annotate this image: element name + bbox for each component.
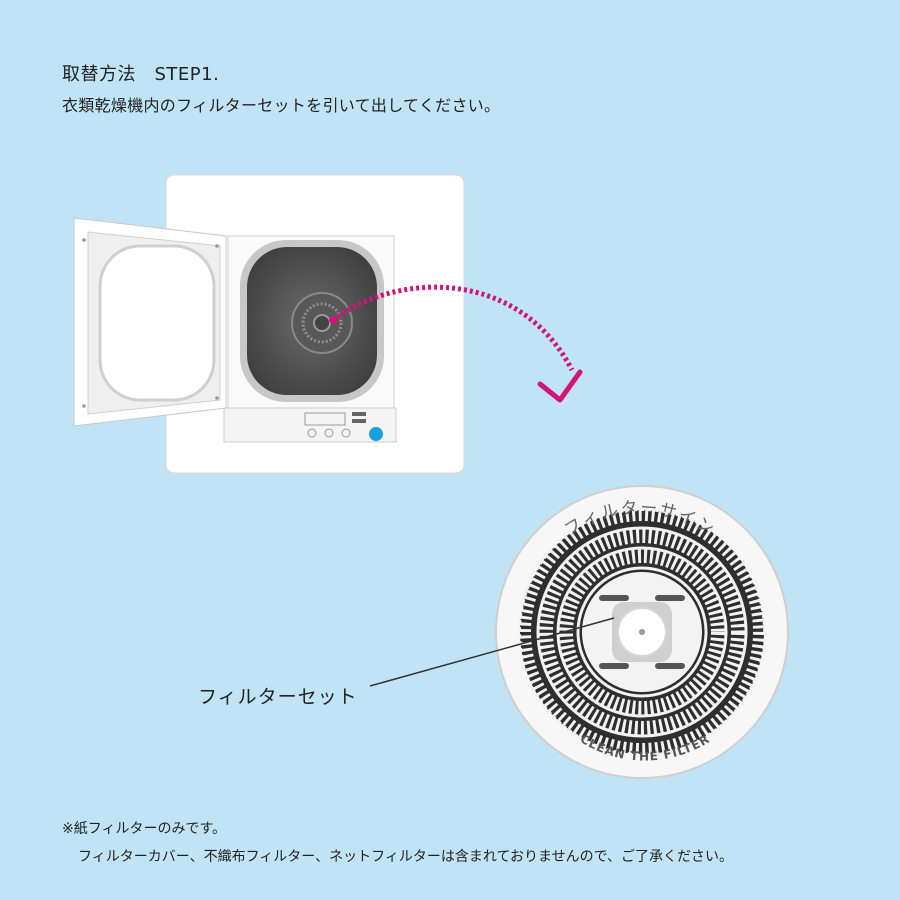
step-instruction: 衣類乾燥機内のフィルターセットを引いて出してください。: [62, 96, 501, 115]
note-line-1: ※紙フィルターのみです。: [62, 821, 227, 837]
pull-out-arrow: [329, 284, 583, 403]
note-line-2: フィルターカバー、不織布フィルター、ネットフィルターは含まれておりませんので、ご…: [78, 849, 734, 865]
filter-set-label: フィルターセット: [198, 686, 358, 708]
callout-line: [369, 617, 615, 687]
dryer-illustration: [73, 174, 465, 474]
filter-closeup-image: [495, 485, 789, 779]
step-heading: 取替方法 STEP1.: [62, 64, 220, 85]
